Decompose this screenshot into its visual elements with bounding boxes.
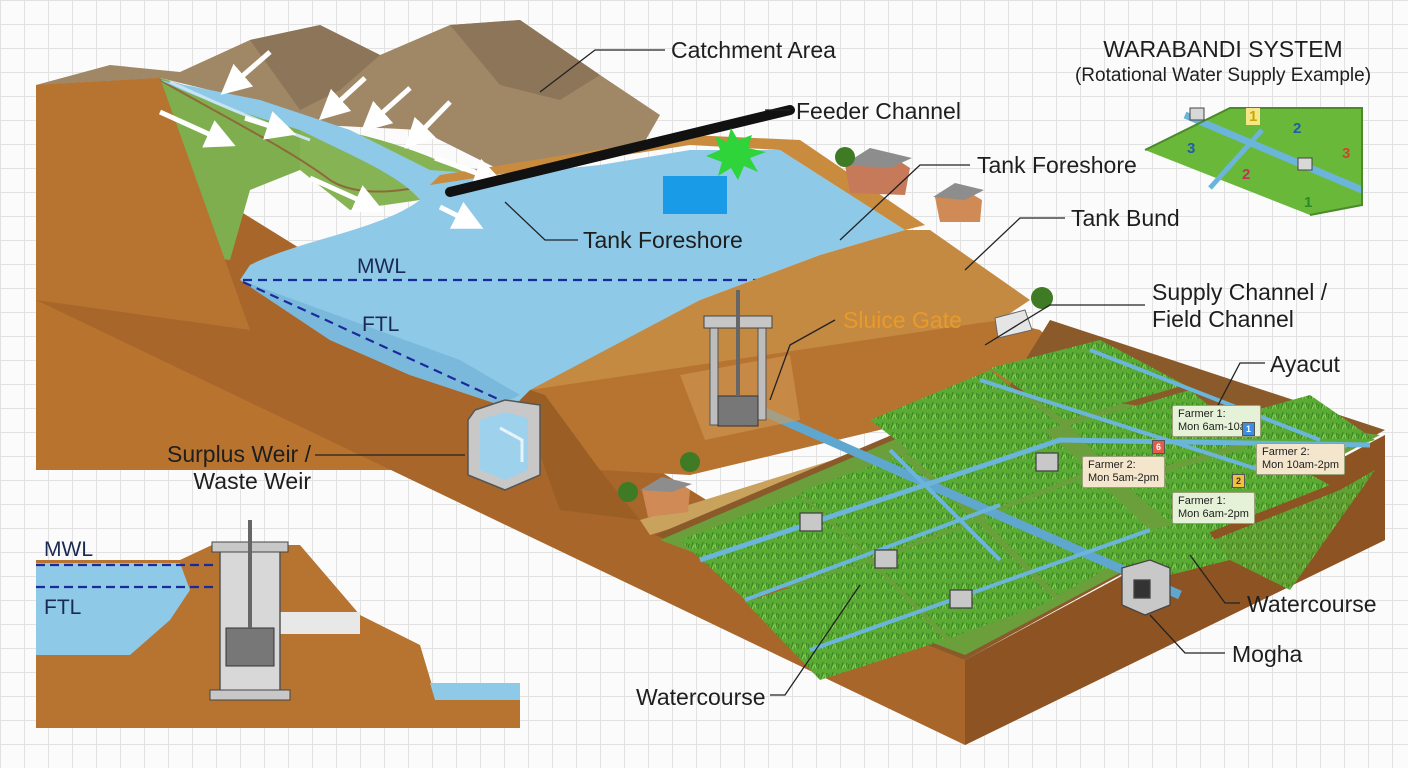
label-watercourse-right: Watercourse [1247,591,1377,617]
village-houses [618,147,1053,517]
schedule-card: Farmer 1: Mon 6am-2pm [1172,492,1255,524]
label-surplus-weir: Surplus Weir / Waste Weir [165,441,311,495]
schedule-farmer: Farmer 1: [1178,408,1226,420]
foreshore-bank [430,135,925,230]
feeder-channel-pipe [445,105,795,197]
label-watercourse-bottom: Watercourse [636,684,766,710]
label-inset-ftl: FTL [44,596,82,619]
schedule-time: Mon 6am-10am [1178,421,1256,433]
label-tank-foreshore-top: Tank Foreshore [977,152,1137,178]
schedule-time: Mon 5am-2pm [1088,472,1159,484]
inset-cross-section [36,520,520,728]
label-ayacut: Ayacut [1270,351,1340,377]
schedule-card: Farmer 2: Mon 10am-2pm [1256,443,1346,475]
ftl-line [242,281,501,401]
sluice-gate-structure [680,290,800,440]
label-sluice-gate: Sluice Gate [843,307,962,333]
label-feeder-channel: Feeder Channel [796,98,961,124]
schedule-time: Mon 6am-2pm [1178,508,1249,520]
label-mogha: Mogha [1232,641,1303,667]
label-surplus-weir-line1: Surplus Weir / [166,441,311,467]
label-surplus-weir-line2: Waste Weir [193,468,311,494]
warabandi-title: WARABANDI SYSTEM [1103,36,1343,62]
field-tag: 1 [1242,422,1255,436]
warabandi-diagram [1144,107,1364,216]
label-tank-foreshore-mid: Tank Foreshore [583,227,743,253]
schedule-farmer: Farmer 2: [1088,459,1136,471]
label-supply-channel-line2: Field Channel [1152,306,1294,332]
field-tag: 6 [1152,440,1165,454]
leader-lines [315,49,1265,696]
field-tag: 2 [1232,474,1245,488]
warabandi-subtitle: (Rotational Water Supply Example) [1074,65,1372,86]
label-inset-mwl: MWL [44,538,93,561]
label-supply-channel: Supply Channel / Field Channel [1152,279,1327,333]
surplus-weir [467,399,541,491]
warabandi-plot-number: 1 [1246,108,1261,125]
schedule-time: Mon 10am-2pm [1262,459,1340,471]
label-ftl: FTL [362,313,400,336]
warabandi-plot-number: 2 [1293,120,1302,137]
warabandi-plot-number: 3 [1187,140,1196,157]
warabandi-plot-number: 2 [1242,166,1251,183]
schedule-card: Farmer 1: Mon 6am-10am [1172,405,1262,437]
foreshore-marker [663,176,727,214]
catchment-arrow-group [158,50,505,229]
label-mwl: MWL [357,255,406,278]
warabandi-plot-number: 3 [1342,145,1351,162]
label-supply-channel-line1: Supply Channel / [1152,279,1328,305]
schedule-farmer: Farmer 1: [1178,495,1226,507]
schedule-card: Farmer 2: Mon 5am-2pm [1082,456,1165,488]
label-tank-bund: Tank Bund [1071,205,1180,231]
label-catchment-area: Catchment Area [671,37,836,63]
field-outlets [799,452,1171,616]
feeder-burst-marker [706,128,766,180]
warabandi-plot-number: 1 [1304,194,1313,211]
schedule-farmer: Farmer 2: [1262,446,1310,458]
